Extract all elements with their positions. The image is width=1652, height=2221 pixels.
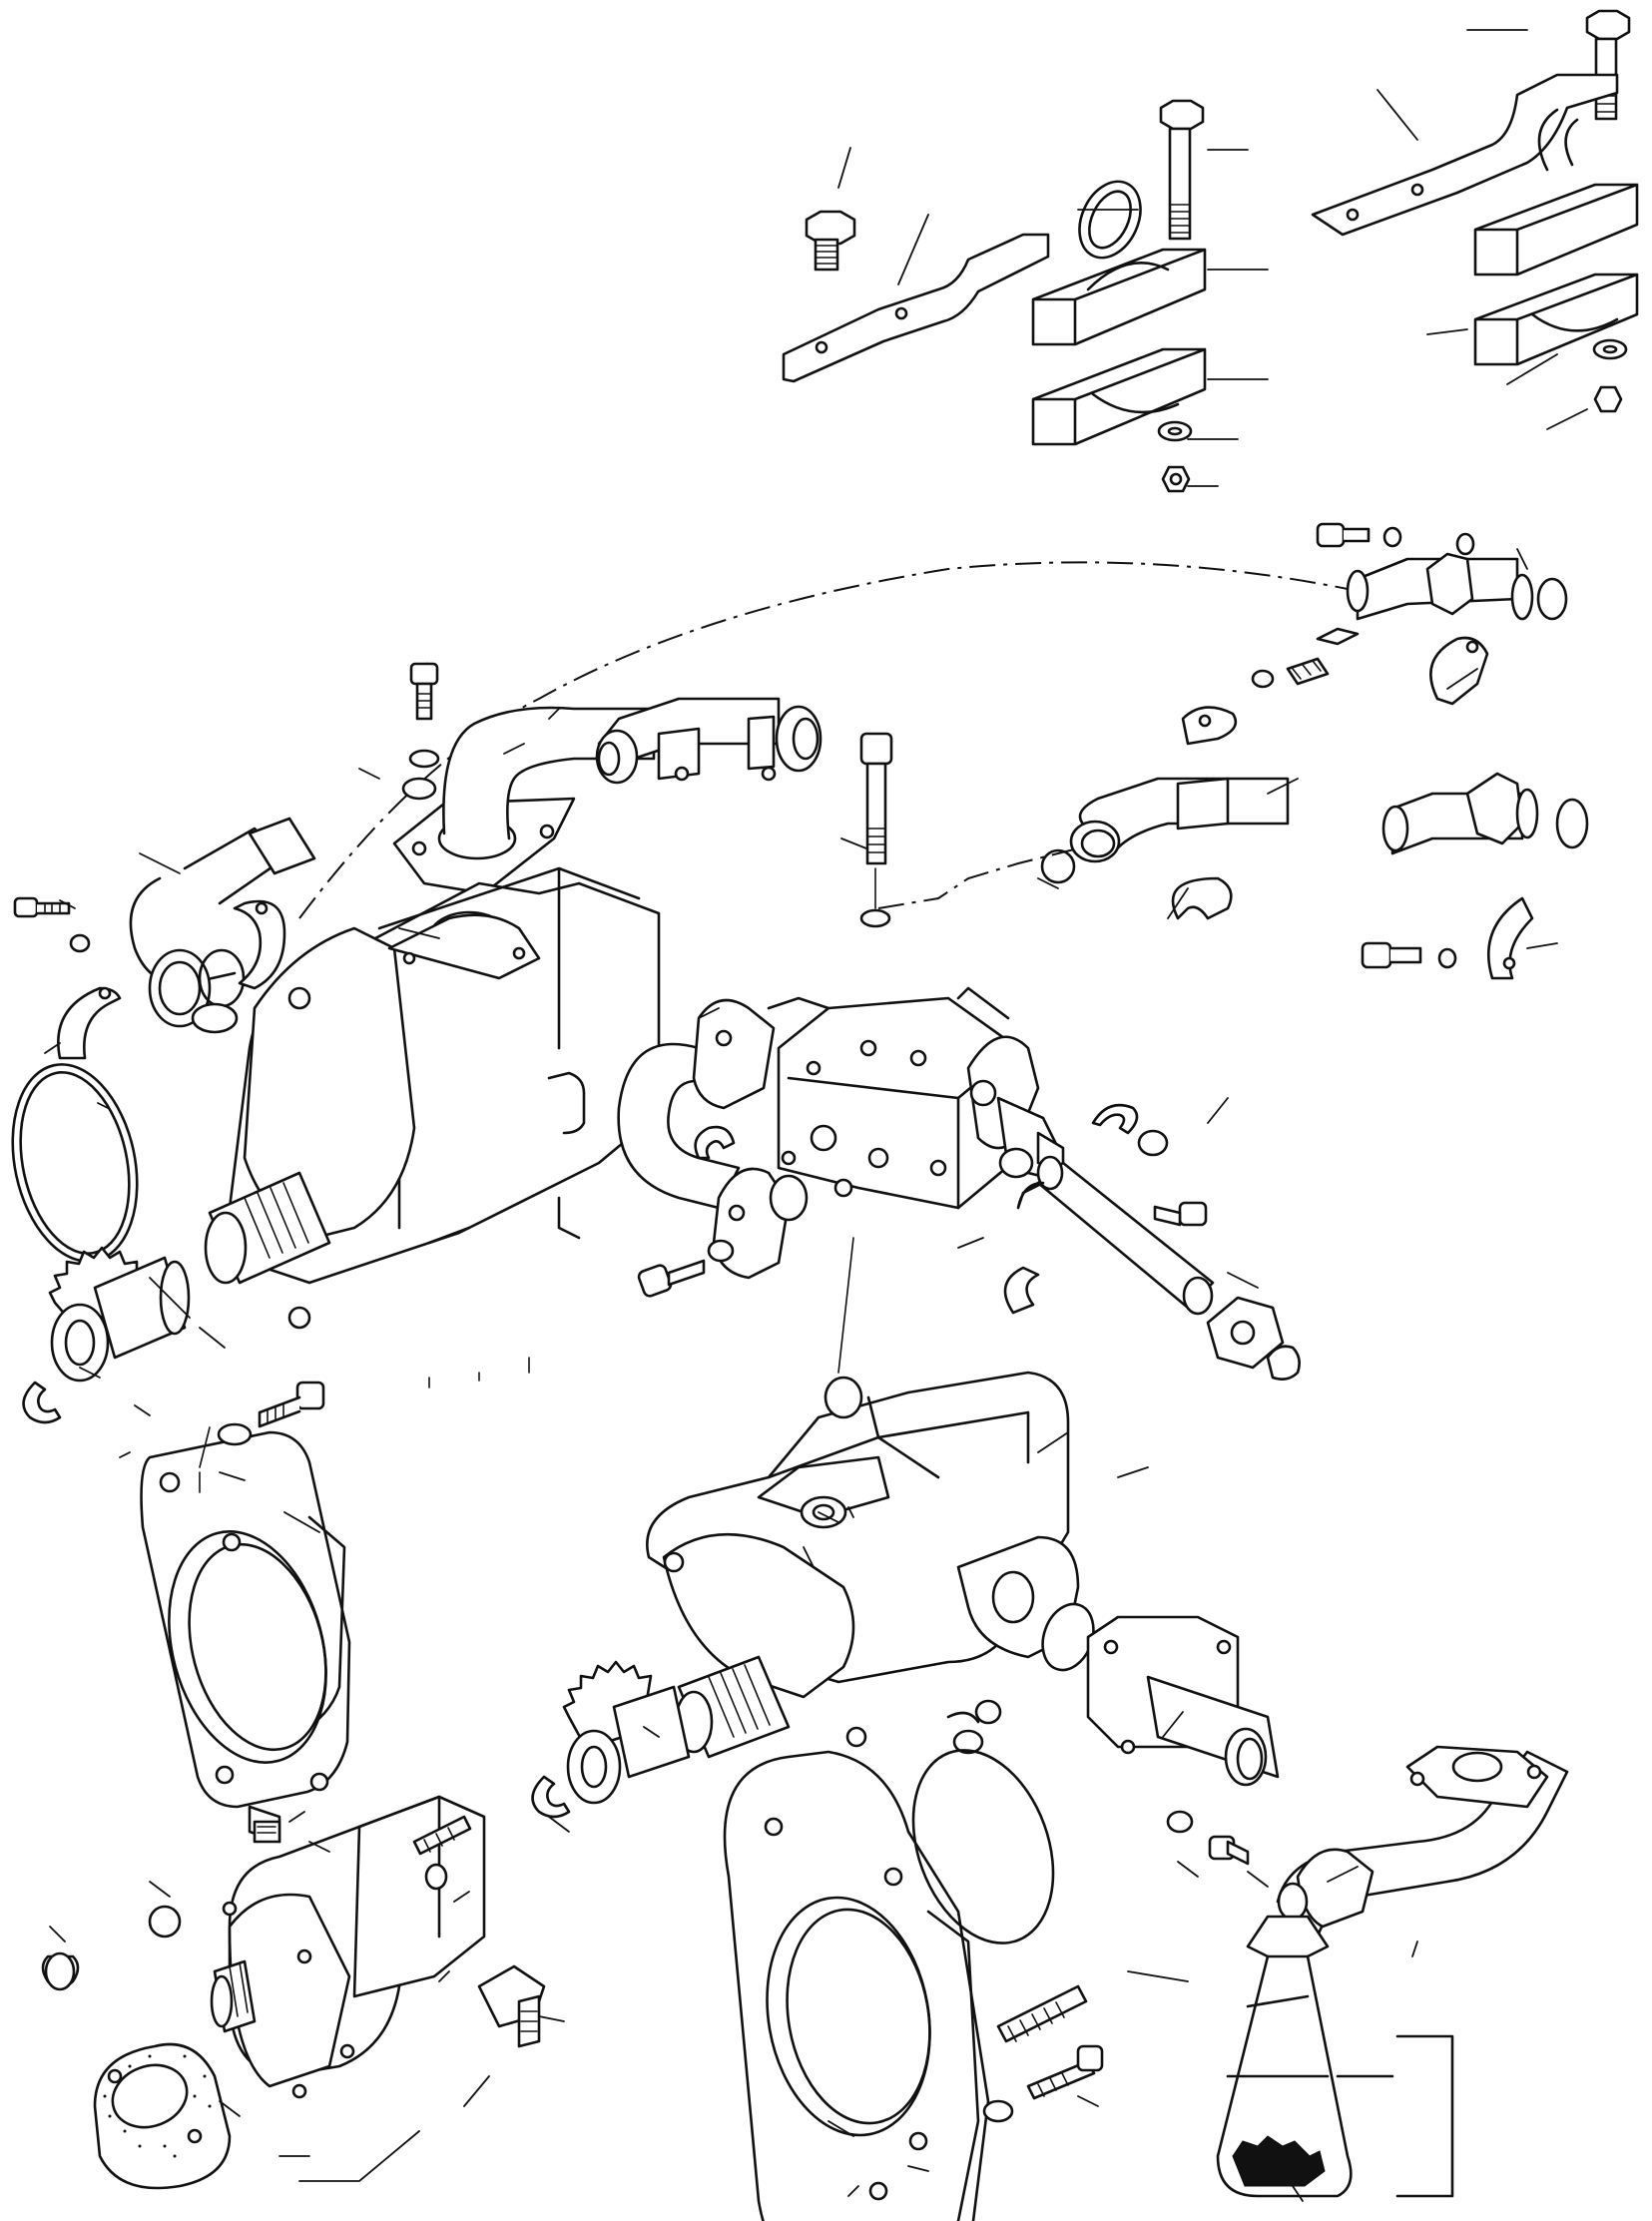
pipe-connector-right-mid: [1361, 772, 1589, 980]
long-bolt: [859, 732, 893, 928]
studs: [982, 1984, 1104, 2123]
clamp-block-upper-left: [1031, 248, 1207, 346]
clamp-assembly-left: [782, 99, 1207, 493]
drive-gear: [48, 1246, 191, 1383]
clamp-block-lower-left: [1031, 347, 1207, 446]
pump-outlet-right: [946, 1615, 1280, 1866]
parts-bag: [1216, 1915, 1454, 2198]
valve-bolts: [637, 1103, 1208, 1298]
gasket-texture: [103, 2054, 212, 2158]
clamp-block-lower-right: [1473, 273, 1639, 366]
tube: [998, 1147, 1301, 1381]
elbow-pipe-right: [1040, 706, 1290, 920]
pipe-clamp-strap-right: [1311, 73, 1619, 237]
bag-contents: [1232, 2135, 1326, 2187]
pipe-connector-right-upper: [1251, 522, 1568, 706]
mounting-flange-left: [140, 1381, 351, 1809]
pipe-clamp-strap-left: [782, 233, 1050, 383]
main-pump-lower: [646, 1371, 1080, 1759]
clamp-assembly-right: [1311, 9, 1639, 413]
leader-lines-top: [837, 29, 1588, 487]
centerline: [298, 561, 1349, 919]
drive-gear-lower: [562, 1660, 691, 1805]
snap-ring-left: [22, 1381, 62, 1424]
elbow-pipe-lower-right: [1276, 1745, 1569, 1939]
mounting-flange-lower: [723, 1749, 1055, 2221]
clamp-block-upper-right: [1473, 183, 1639, 277]
leader-lines: [44, 548, 1558, 2202]
u-pipe: [617, 998, 809, 1280]
clamp-bolt: [805, 210, 856, 272]
main-pump-upper: [204, 866, 661, 1330]
split-flange-halves-left: [13, 896, 286, 1060]
o-ring-small-top: [824, 1376, 863, 1419]
auxiliary-gear-pump: [41, 1795, 546, 2099]
hose-connector: [595, 697, 823, 785]
gasket: [93, 2042, 232, 2190]
elbow-fitting-left: [129, 817, 316, 1034]
